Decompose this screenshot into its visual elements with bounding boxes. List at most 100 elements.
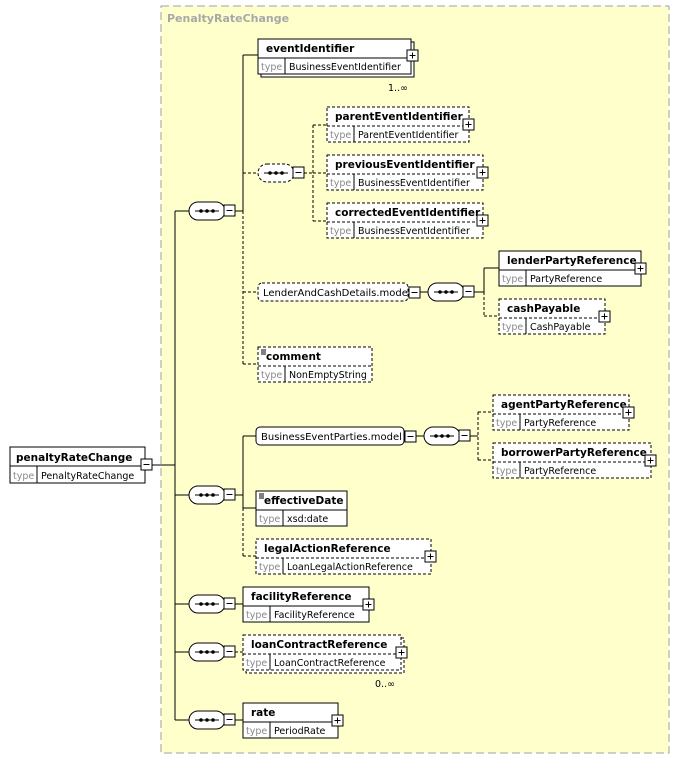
group-name: BusinessEventParties.model [261, 432, 402, 443]
type-value: PartyReference [524, 418, 596, 429]
element-eventidentifier[interactable]: eventIdentifier type BusinessEventIdenti… [257, 38, 419, 94]
text-lines-icon [259, 493, 264, 499]
type-value: PeriodRate [274, 726, 326, 737]
type-value: NonEmptyString [289, 370, 367, 381]
plus-box-icon[interactable] [634, 262, 647, 275]
element-name: lenderPartyReference [507, 255, 637, 267]
element-parenteventidentifier[interactable]: parentEventIdentifier type ParentEventId… [326, 106, 475, 143]
element-correctedeventidentifier[interactable]: correctedEventIdentifier type BusinessEv… [326, 202, 489, 239]
group-businesseventparties[interactable]: BusinessEventParties.model [255, 426, 417, 446]
group-lenderandcashdetails[interactable]: LenderAndCashDetails.model [257, 282, 421, 302]
plus-box-icon[interactable] [395, 646, 408, 659]
element-name: previousEventIdentifier [335, 159, 475, 171]
cardinality-label: 1..∞ [388, 83, 408, 94]
plus-box-icon[interactable] [598, 310, 611, 323]
sequence-compositor-lender[interactable] [427, 282, 475, 302]
element-name: loanContractReference [251, 639, 387, 651]
type-key: type [13, 471, 34, 482]
type-value: xsd:date [287, 514, 328, 525]
type-key: type [259, 562, 280, 573]
element-name: penaltyRateChange [16, 452, 132, 464]
minus-box-icon[interactable] [140, 458, 153, 471]
element-cashpayable[interactable]: cashPayable type CashPayable [498, 298, 611, 335]
type-value: CashPayable [530, 322, 591, 333]
plus-box-icon[interactable] [622, 406, 635, 419]
element-comment[interactable]: comment type NonEmptyString [257, 346, 373, 383]
element-rate[interactable]: rate type PeriodRate [242, 702, 344, 739]
connectors [152, 54, 499, 721]
element-name: facilityReference [251, 591, 352, 603]
minus-box-icon[interactable] [223, 597, 236, 610]
type-key: type [246, 658, 267, 669]
type-key: type [261, 370, 282, 381]
element-name: parentEventIdentifier [335, 111, 464, 123]
complex-type-title: PenaltyRateChange [167, 12, 289, 25]
plus-box-icon[interactable] [331, 714, 344, 727]
element-agentpartyreference[interactable]: agentPartyReference type PartyReference [492, 394, 635, 431]
type-key: type [261, 62, 282, 73]
minus-box-icon[interactable] [223, 713, 236, 726]
minus-box-icon[interactable] [292, 166, 305, 179]
type-value: PenaltyRateChange [41, 471, 134, 482]
plus-box-icon[interactable] [424, 550, 437, 563]
text-lines-icon [261, 349, 266, 355]
element-name: eventIdentifier [266, 43, 355, 55]
plus-box-icon[interactable] [644, 454, 657, 467]
sequence-compositor-facility[interactable] [188, 594, 236, 614]
type-value: FacilityReference [274, 610, 355, 621]
type-value: LoanContractReference [274, 658, 386, 669]
element-loancontractreference[interactable]: loanContractReference type LoanContractR… [242, 634, 408, 690]
plus-box-icon[interactable] [406, 49, 419, 62]
type-key: type [496, 466, 517, 477]
minus-box-icon[interactable] [408, 286, 421, 299]
type-value: PartyReference [524, 466, 596, 477]
minus-box-icon[interactable] [223, 645, 236, 658]
sequence-compositor-loan-contract[interactable] [188, 642, 236, 662]
element-previouseventidentifier[interactable]: previousEventIdentifier type BusinessEve… [326, 154, 489, 191]
type-value: ParentEventIdentifier [358, 130, 459, 141]
plus-box-icon[interactable] [476, 166, 489, 179]
sequence-compositor-second[interactable] [188, 485, 236, 505]
type-value: BusinessEventIdentifier [358, 226, 470, 237]
type-key: type [496, 418, 517, 429]
type-key: type [246, 610, 267, 621]
type-value: PartyReference [530, 274, 602, 285]
element-borrowerpartyreference[interactable]: borrowerPartyReference type PartyReferen… [492, 442, 657, 479]
minus-box-icon[interactable] [223, 488, 236, 501]
type-key: type [502, 322, 523, 333]
sequence-compositor-main[interactable] [188, 201, 236, 221]
sequence-compositor-rate[interactable] [188, 710, 236, 730]
minus-box-icon[interactable] [458, 429, 471, 442]
minus-box-icon[interactable] [223, 204, 236, 217]
type-key: type [330, 226, 351, 237]
element-facilityreference[interactable]: facilityReference type FacilityReference [242, 586, 375, 623]
element-legalactionreference[interactable]: legalActionReference type LoanLegalActio… [255, 538, 437, 575]
plus-box-icon[interactable] [476, 214, 489, 227]
sequence-compositor-parties[interactable] [423, 426, 471, 446]
element-effectivedate[interactable]: effectiveDate type xsd:date [255, 490, 348, 527]
type-key: type [259, 514, 280, 525]
element-name: cashPayable [507, 303, 580, 315]
type-key: type [246, 726, 267, 737]
type-value: BusinessEventIdentifier [289, 62, 401, 73]
root-element-penaltyratechange[interactable]: penaltyRateChange type PenaltyRateChange [9, 446, 153, 484]
element-name: agentPartyReference [501, 399, 627, 411]
element-lenderpartyreference[interactable]: lenderPartyReference type PartyReference [498, 250, 647, 287]
type-key: type [330, 130, 351, 141]
sequence-compositor-identifiers[interactable] [257, 163, 305, 183]
group-name: LenderAndCashDetails.model [263, 288, 411, 299]
plus-box-icon[interactable] [362, 598, 375, 611]
element-name: legalActionReference [264, 543, 391, 555]
element-name: effectiveDate [264, 495, 344, 507]
type-key: type [502, 274, 523, 285]
minus-box-icon[interactable] [404, 430, 417, 443]
type-value: LoanLegalActionReference [287, 562, 413, 573]
element-name: correctedEventIdentifier [335, 207, 481, 219]
plus-box-icon[interactable] [462, 118, 475, 131]
cardinality-label: 0..∞ [375, 679, 395, 690]
minus-box-icon[interactable] [462, 285, 475, 298]
element-name: comment [266, 351, 321, 363]
element-name: rate [251, 707, 275, 719]
type-value: BusinessEventIdentifier [358, 178, 470, 189]
